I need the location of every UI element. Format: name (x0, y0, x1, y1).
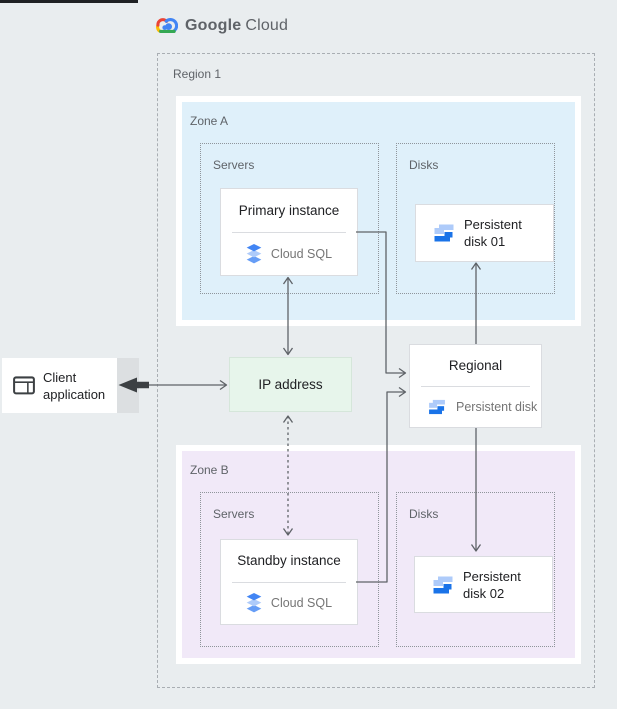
disk-name-line1: Persistent (463, 568, 521, 584)
zone-a-inner: Zone A Servers Primary instance Cloud SQ… (182, 102, 575, 320)
standby-instance-product-row: Cloud SQL (221, 583, 357, 625)
primary-product-label: Cloud SQL (270, 246, 333, 261)
zone-b: Zone B Servers Standby instance Cloud SQ… (176, 445, 581, 664)
google-cloud-logo-icon (156, 18, 178, 33)
primary-instance-title: Primary instance (238, 202, 340, 218)
ip-address-label: IP address (258, 377, 323, 392)
card-divider (421, 385, 530, 387)
persistent-disk-icon (434, 224, 454, 242)
zone-a-disks-group: Disks Persistent disk 01 (396, 143, 555, 294)
brand-google: Google (185, 17, 242, 34)
disk-name-line1: Persistent (464, 217, 522, 232)
disk-name-line2: disk 02 (463, 585, 505, 601)
regional-product-label: Persistent disk (456, 399, 538, 414)
brand-cloud: Cloud (245, 17, 289, 34)
zone-b-disks-label: Disks (409, 507, 439, 521)
regional-product-row: Persistent disk (410, 387, 541, 428)
card-divider (232, 581, 346, 583)
standby-instance-card: Standby instance Cloud SQL (220, 539, 358, 625)
zone-a-disks-label: Disks (409, 158, 439, 172)
persistent-disk-01-name: Persistent disk 01 (464, 216, 522, 250)
application-window-icon (13, 376, 35, 395)
region-container: Region 1 (157, 53, 595, 688)
standby-instance-title: Standby instance (237, 553, 341, 569)
cloud-sql-icon (246, 593, 262, 613)
primary-instance-card: Primary instance Cloud SQL (220, 188, 358, 276)
client-application-name: Client application (43, 369, 105, 403)
zone-b-inner: Zone B Servers Standby instance Cloud SQ… (182, 451, 575, 658)
client-name-line2: application (43, 386, 106, 402)
zone-a: Zone A Servers Primary instance Cloud SQ… (176, 96, 581, 326)
zone-b-disks-group: Disks Persistent disk 02 (396, 492, 555, 647)
client-card-shadow (117, 358, 139, 413)
persistent-disk-02-card: Persistent disk 02 (414, 556, 553, 613)
regional-title: Regional (448, 357, 503, 373)
persistent-disk-02-name: Persistent disk 02 (463, 568, 521, 602)
card-divider (232, 231, 346, 233)
ip-address-card: IP address (229, 357, 352, 412)
zone-b-servers-label: Servers (213, 507, 255, 521)
client-name-line1: Client (43, 369, 77, 385)
standby-product-label: Cloud SQL (270, 596, 333, 611)
zone-a-label: Zone A (190, 114, 229, 128)
region-label: Region 1 (173, 67, 222, 81)
client-application-card: Client application (2, 358, 117, 413)
zone-b-label: Zone B (190, 463, 229, 477)
persistent-disk-01-card: Persistent disk 01 (415, 204, 554, 262)
cloud-sql-icon (246, 243, 262, 264)
regional-persistent-disk-card: Regional Persistent disk (409, 344, 542, 428)
zone-a-servers-group: Servers Primary instance Cloud SQL (200, 143, 379, 294)
primary-instance-product-row: Cloud SQL (221, 233, 357, 276)
disk-name-line2: disk 01 (464, 234, 506, 249)
zone-a-servers-label: Servers (213, 158, 255, 172)
persistent-disk-icon (433, 576, 453, 593)
zone-b-servers-group: Servers Standby instance Cloud SQL (200, 492, 379, 647)
window-edge-line (0, 0, 138, 3)
persistent-disk-icon (429, 399, 445, 414)
